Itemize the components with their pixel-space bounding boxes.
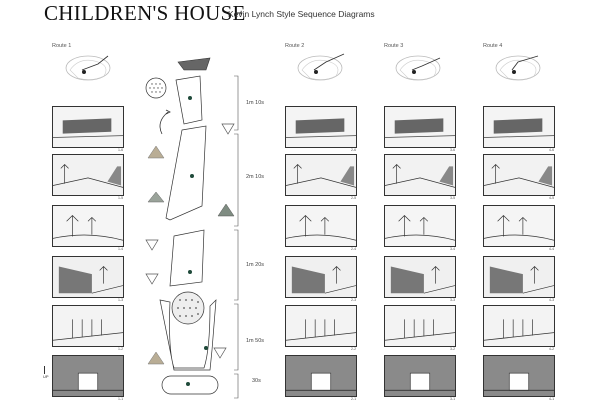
route-3-frame-2: [384, 305, 456, 347]
timeline-segment-3: 1m 20s: [246, 262, 265, 268]
frame-number: 2-2: [351, 347, 357, 351]
frame-number: 1-4: [118, 247, 124, 251]
sequence-cap-shape: [177, 57, 211, 71]
page-subtitle: Kevin Lynch Style Sequence Diagrams: [228, 9, 375, 19]
frame-number: 3-6: [450, 148, 456, 152]
triangle-marker: [213, 347, 227, 359]
route-2-map: [297, 53, 345, 81]
route-4-label: Route 4: [483, 43, 503, 49]
timeline-segment-4: 1m 50s: [246, 338, 265, 344]
frame-number: 3-5: [450, 196, 456, 200]
route-2-label: Route 2: [285, 43, 305, 49]
route-3-frame-1: [384, 355, 456, 397]
route-1-frame-6: [52, 106, 124, 148]
route-3-frame-4: [384, 205, 456, 247]
up-label: UP: [43, 374, 49, 379]
route-3-frame-3: [384, 256, 456, 298]
triangle-marker: [147, 145, 165, 159]
route-3-map: [395, 55, 441, 81]
frame-number: 2-6: [351, 148, 357, 152]
frame-number: 4-6: [549, 148, 555, 152]
route-1-frame-2: [52, 305, 124, 347]
route-4-frame-2: [483, 305, 555, 347]
sequence-segment-4: [159, 299, 217, 371]
route-2-frame-5: [285, 154, 357, 196]
frame-number: 2-4: [351, 247, 357, 251]
frame-number: 1-5: [118, 196, 124, 200]
sequence-segment-5: [161, 375, 219, 395]
route-2-frame-3: [285, 256, 357, 298]
timeline-segment-1: 1m 10s: [246, 100, 265, 106]
route-3-frame-6: [384, 106, 456, 148]
triangle-marker: [217, 203, 235, 217]
route-2-frame-1: [285, 355, 357, 397]
sequence-segment-1: [175, 75, 203, 125]
frame-number: 1-1: [118, 397, 124, 401]
frame-number: 2-3: [351, 298, 357, 302]
timeline-brackets: [234, 75, 239, 399]
triangle-marker: [145, 239, 159, 251]
frame-number: 2-5: [351, 196, 357, 200]
frame-number: 4-4: [549, 247, 555, 251]
route-1-map: [65, 55, 111, 81]
triangle-marker: [147, 351, 165, 365]
route-1-label: Route 1: [52, 43, 72, 49]
route-4-frame-3: [483, 256, 555, 298]
page-title: CHILDREN'S HOUSE: [44, 1, 246, 25]
timeline-segment-2: 2m 10s: [246, 174, 265, 180]
triangle-marker: [147, 191, 165, 203]
triangle-marker: [221, 123, 235, 135]
frame-number: 3-1: [450, 397, 456, 401]
spatial-sequence-diagram: [145, 57, 235, 395]
dotted-space-marker: [145, 77, 167, 99]
route-2-frame-6: [285, 106, 357, 148]
sequence-segment-2: [165, 125, 207, 221]
frame-number: 2-1: [351, 397, 357, 401]
route-3-frame-5: [384, 154, 456, 196]
frame-number: 4-1: [549, 397, 555, 401]
direction-arrow: [159, 111, 169, 135]
timeline-segment-5: 30s: [252, 378, 261, 384]
route-4-frame-5: [483, 154, 555, 196]
frame-number: 3-3: [450, 298, 456, 302]
route-1-frame-5: [52, 154, 124, 196]
frame-number: 4-5: [549, 196, 555, 200]
route-2-frame-4: [285, 205, 357, 247]
frame-number: 4-3: [549, 298, 555, 302]
hatched-space-marker: [171, 291, 205, 325]
frame-number: 4-2: [549, 347, 555, 351]
frame-number: 1-2: [118, 347, 124, 351]
route-3-label: Route 3: [384, 43, 404, 49]
route-1-frame-4: [52, 205, 124, 247]
route-2-frame-2: [285, 305, 357, 347]
frame-number: 3-4: [450, 247, 456, 251]
frame-number: 1-6: [118, 148, 124, 152]
route-1-frame-3: [52, 256, 124, 298]
triangle-marker: [145, 273, 159, 285]
sequence-segment-3: [169, 229, 205, 287]
route-4-frame-1: [483, 355, 555, 397]
route-4-frame-6: [483, 106, 555, 148]
route-4-map: [495, 55, 541, 81]
route-4-frame-4: [483, 205, 555, 247]
frame-number: 3-2: [450, 347, 456, 351]
up-arrow-icon: [44, 366, 45, 374]
route-1-frame-1: [52, 355, 124, 397]
frame-number: 1-3: [118, 298, 124, 302]
